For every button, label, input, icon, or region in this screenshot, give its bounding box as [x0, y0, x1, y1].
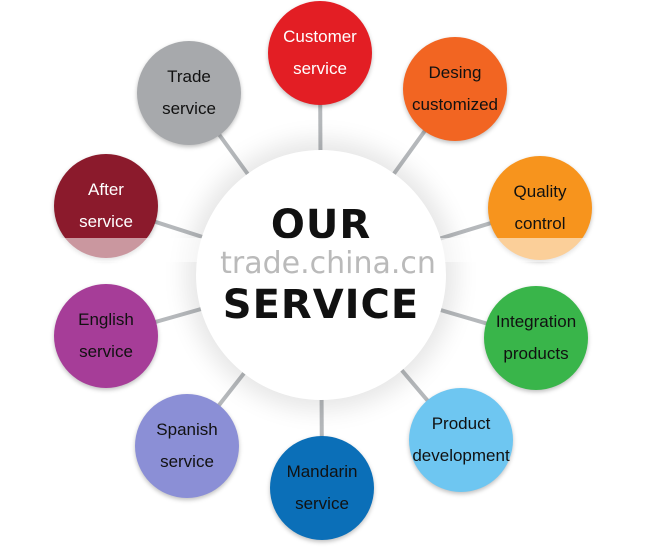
- node-trade-service: Trade service: [137, 41, 241, 145]
- node-label-line-2: development: [412, 446, 510, 465]
- watermark-band: [60, 238, 596, 262]
- node-label-line-1: Trade: [167, 67, 211, 86]
- node-integration-products: Integration products: [484, 286, 588, 390]
- node-label-line-2: service: [295, 494, 349, 513]
- node-label-line-2: products: [503, 344, 569, 363]
- hub-title-line-2: SERVICE: [222, 282, 420, 328]
- node-product-development: Product development: [409, 388, 513, 492]
- node-label-line-2: service: [160, 452, 214, 471]
- node-label-line-2: service: [79, 212, 133, 231]
- node-label-line-1: Product: [431, 414, 491, 433]
- node-label-line-1: After: [88, 180, 124, 199]
- node-label-line-1: Mandarin: [286, 462, 358, 481]
- node-label-line-1: Integration: [495, 312, 577, 331]
- node-desing-customized: Desing customized: [403, 37, 507, 141]
- node-customer-service: Customer service: [268, 1, 372, 105]
- node-label-line-1: Customer: [283, 27, 357, 46]
- watermark-text: trade.china.cn: [220, 246, 436, 281]
- node-label-line-1: Spanish: [156, 420, 218, 439]
- node-spanish-service: Spanish service: [135, 394, 239, 498]
- node-mandarin-service: Mandarin service: [270, 436, 374, 540]
- node-label-line-1: Desing: [428, 63, 482, 82]
- node-label-line-2: control: [514, 214, 566, 233]
- node-label-line-1: English: [78, 310, 134, 329]
- node-label-line-2: customized: [412, 95, 498, 114]
- node-label-line-1: Quality: [513, 182, 567, 201]
- node-english-service: English service: [54, 284, 158, 388]
- node-label-line-2: service: [293, 59, 347, 78]
- node-label-line-2: service: [162, 99, 216, 118]
- node-label-line-2: service: [79, 342, 133, 361]
